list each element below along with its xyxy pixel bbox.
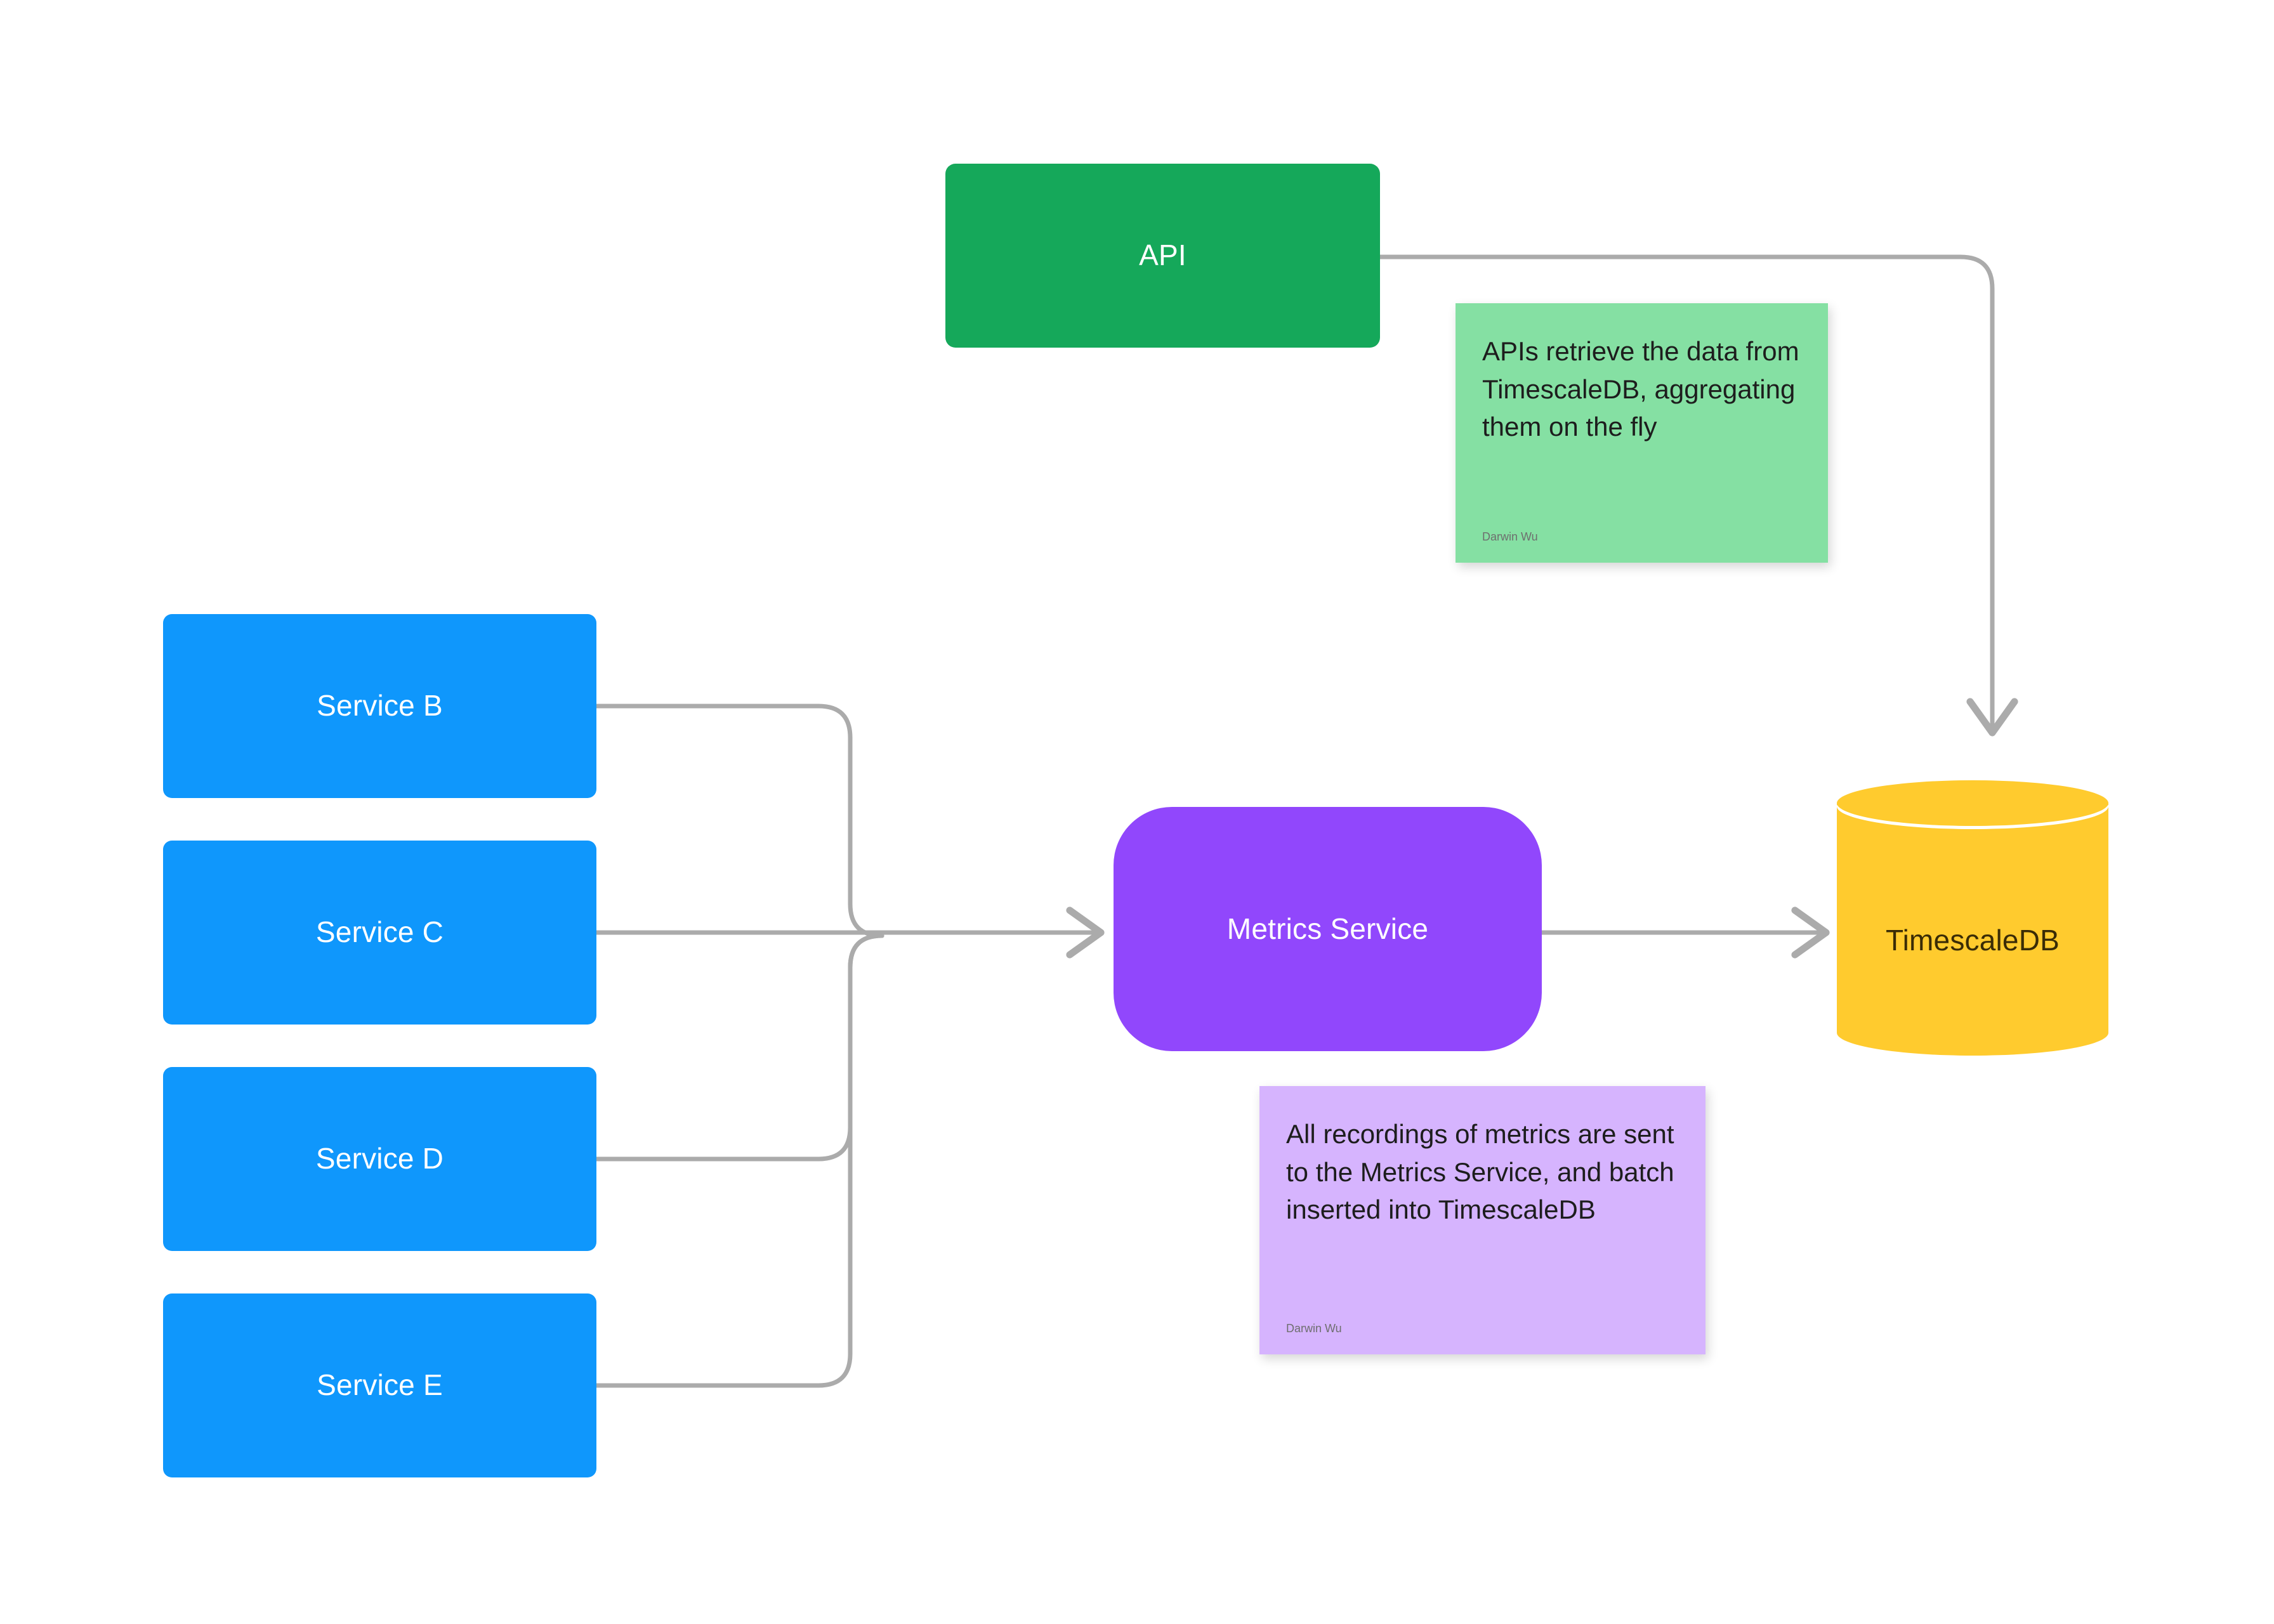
cylinder-top-ellipse-shape	[1837, 780, 2108, 826]
sticky-note-metrics-author: Darwin Wu	[1286, 1322, 1342, 1335]
edge-service-b-to-metrics	[594, 704, 884, 938]
edge-service-e-to-metrics	[594, 933, 884, 1388]
node-service-d-label: Service D	[315, 1142, 444, 1175]
node-service-c[interactable]: Service C	[163, 841, 596, 1025]
node-service-c-label: Service C	[315, 915, 444, 949]
node-metrics-service[interactable]: Metrics Service	[1114, 807, 1542, 1051]
node-service-b-label: Service B	[317, 689, 443, 723]
sticky-note-api-text: APIs retrieve the data from TimescaleDB,…	[1482, 336, 1799, 442]
edge-service-d-to-metrics	[594, 933, 884, 1162]
node-service-e[interactable]: Service E	[163, 1293, 596, 1477]
node-service-b[interactable]: Service B	[163, 614, 596, 798]
node-service-e-label: Service E	[317, 1368, 443, 1402]
node-timescaledb[interactable]: TimescaleDB	[1837, 780, 2108, 1078]
node-metrics-service-label: Metrics Service	[1226, 912, 1429, 945]
cylinder-body-shape	[1837, 803, 2108, 1056]
node-api-label: API	[1139, 239, 1186, 272]
node-api[interactable]: API	[945, 164, 1380, 348]
sticky-note-metrics-text: All recordings of metrics are sent to th…	[1286, 1119, 1674, 1225]
sticky-note-api-author: Darwin Wu	[1482, 530, 1538, 543]
sticky-note-metrics[interactable]: All recordings of metrics are sent to th…	[1259, 1086, 1705, 1354]
node-service-d[interactable]: Service D	[163, 1067, 596, 1251]
node-timescaledb-label: TimescaleDB	[1886, 924, 2060, 957]
sticky-note-api[interactable]: APIs retrieve the data from TimescaleDB,…	[1456, 303, 1828, 563]
